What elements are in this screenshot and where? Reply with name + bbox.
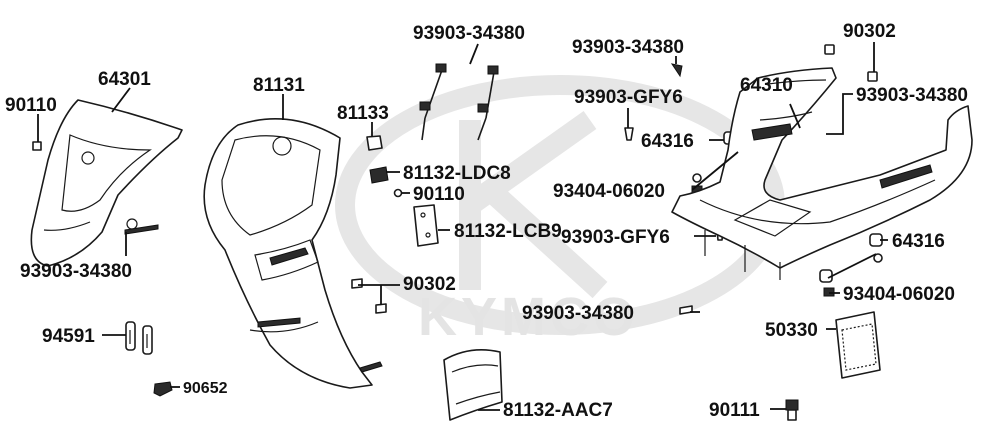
label-c7: 93903-34380	[413, 23, 525, 44]
label-c14: 93903-34380	[572, 37, 684, 58]
screw-90110-center	[393, 188, 403, 198]
label-c20: 64310	[740, 75, 793, 96]
clip-90652	[153, 381, 173, 397]
plate-81132-lcb9	[413, 204, 439, 247]
front-shield-part	[30, 99, 183, 267]
leader-lines	[37, 42, 888, 411]
label-c3: 93903-34380	[20, 261, 132, 282]
label-c10: 90110	[413, 184, 465, 205]
label-c26: 90111	[709, 400, 760, 421]
label-c16: 64316	[641, 131, 694, 152]
watermark-brand: KYMCO	[418, 287, 639, 347]
floor-panel-part	[671, 67, 973, 280]
screw-93903-gfy6-upper	[624, 127, 634, 141]
clip-81133	[366, 135, 383, 151]
label-c9: 81132-LDC8	[403, 163, 511, 184]
label-c13: 81132-AAC7	[503, 400, 613, 421]
label-c5: 90652	[183, 380, 228, 397]
label-c12: 90302	[403, 274, 456, 295]
clip-90302-right	[824, 44, 878, 82]
part-labels: 90110 64301 93903-34380 94591 90652 8113…	[5, 21, 968, 421]
cover-81132-aac7	[443, 349, 503, 421]
bolt-93404-lower	[823, 253, 883, 297]
label-c22: 93903-34380	[856, 85, 968, 106]
clip-94591	[125, 321, 153, 355]
label-c19: 93903-34380	[522, 303, 634, 324]
label-c6: 81131	[253, 75, 305, 96]
label-c11: 81132-LCB9	[454, 221, 562, 242]
label-c25: 50330	[765, 320, 818, 341]
label-c4: 94591	[42, 326, 95, 347]
label-c17: 93404-06020	[553, 181, 665, 202]
mat-50330	[835, 311, 881, 379]
label-c1: 90110	[5, 95, 57, 116]
screw-90110-left	[32, 141, 42, 151]
label-c8: 81133	[337, 103, 389, 124]
bracket-stays	[419, 63, 499, 141]
grommet-64316-lower	[819, 233, 883, 283]
label-c15: 93903-GFY6	[574, 87, 683, 108]
label-c23: 64316	[892, 231, 945, 252]
clip-81132-ldc8	[369, 166, 389, 184]
front-cover-part	[203, 118, 383, 389]
bolt-90111	[785, 399, 799, 421]
label-c2: 64301	[98, 69, 151, 90]
label-c21: 90302	[843, 21, 896, 42]
label-c24: 93404-06020	[843, 284, 955, 305]
screw-93903-34380-upper	[670, 63, 683, 78]
label-c18: 93903-GFY6	[561, 227, 670, 248]
